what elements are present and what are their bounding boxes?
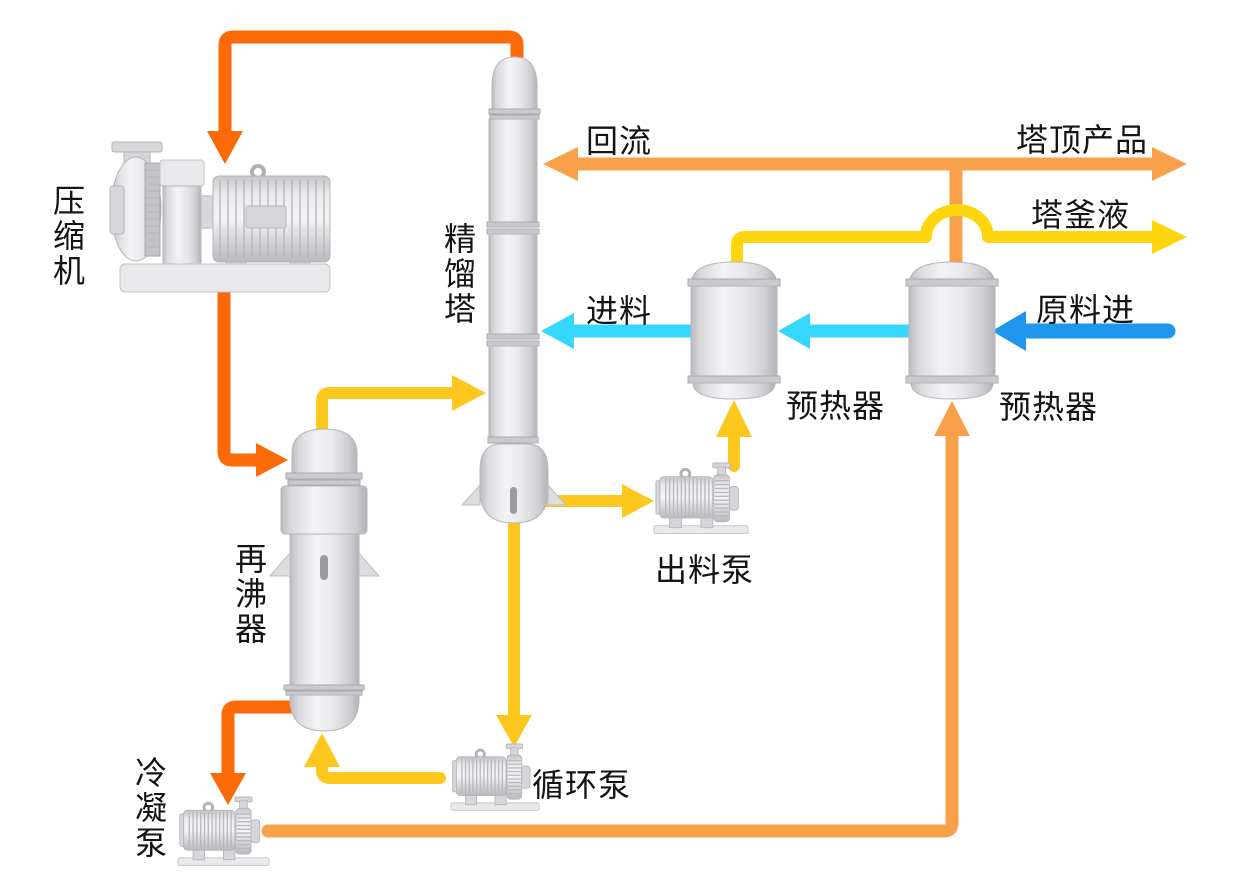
column-section-middle (488, 233, 538, 335)
column-support-wing (460, 483, 481, 506)
column-flange (486, 221, 540, 228)
column-flange (487, 436, 539, 444)
arrow-into-right-preheater-bottom (934, 401, 970, 436)
arrow-into-reboiler-top (256, 443, 288, 477)
column-flange (486, 228, 540, 235)
arrow-into-reboiler-bottom (304, 733, 340, 767)
reboiler-sight-glass (320, 555, 328, 580)
preheater-bottom-cap (692, 382, 776, 400)
arrow-bottoms-liquid-out (1152, 220, 1187, 254)
compressor (109, 141, 331, 293)
column-flange (486, 340, 540, 347)
label-feed: 进料 (586, 292, 653, 330)
compressor-ribs (146, 169, 159, 248)
compressor-base (119, 263, 331, 293)
label-reboiler: 再沸器 (234, 540, 267, 648)
reboiler-flange (283, 684, 365, 691)
preheater-right (905, 261, 999, 400)
reboiler-bottom-cap (289, 694, 360, 732)
arrow-feed-into-column (541, 313, 574, 349)
arrow-reflux-into-column (543, 147, 578, 181)
reboiler-flange (287, 479, 361, 486)
reboiler-support-wing (268, 551, 291, 577)
label-column: 精馏塔 (443, 220, 476, 328)
compressor-side-nozzle (109, 185, 125, 235)
reboiler-support-wing (358, 551, 381, 577)
arrow-into-condensate-pump (210, 773, 246, 805)
compressor-nameplate (245, 205, 287, 229)
pipe-circulation-pump-to-reboiler (316, 761, 446, 784)
arrow-into-compressor (207, 131, 243, 164)
column-sight-glass (510, 487, 517, 514)
compressor-shaft (200, 195, 214, 229)
preheater-body (908, 285, 996, 378)
arrow-vapor-into-column (452, 375, 486, 411)
label-reflux: 回流 (586, 122, 653, 160)
preheater-bottom-cap (910, 382, 994, 400)
pipe-compressor-to-reboiler (217, 283, 263, 467)
label-preheater-right: 预热器 (999, 388, 1099, 426)
condensate-pump (176, 795, 271, 867)
reboiler-flange (285, 690, 363, 696)
arrow-into-discharge-pump (622, 484, 654, 518)
preheater-body (690, 285, 778, 378)
column-top-dome (491, 56, 538, 113)
pipe-bottoms-liquid (731, 204, 1160, 268)
arrow-into-left-preheater-bottom (716, 400, 752, 437)
arrow-into-left-preheater (778, 313, 810, 349)
discharge-pump (652, 461, 750, 536)
column-flange (489, 114, 540, 120)
label-discharge-pump: 出料泵 (655, 551, 755, 589)
column-flange (486, 333, 540, 340)
reboiler-flange (285, 472, 363, 480)
preheater-flange (687, 375, 781, 384)
label-condensate-pump: 冷凝泵 (134, 754, 167, 862)
pipe-reboiler-vapor-to-column (316, 387, 460, 434)
label-compressor: 压缩机 (52, 182, 85, 290)
arrow-top-product-out (1152, 147, 1187, 181)
reboiler-collar (280, 485, 368, 535)
preheater-flange (905, 278, 999, 287)
column-bottom-drum (479, 443, 549, 524)
preheater-flange (905, 375, 999, 384)
label-raw-material-in: 原料进 (1036, 291, 1136, 329)
label-bottoms-liquid: 塔釜液 (1031, 196, 1131, 234)
reboiler-top-dome (291, 428, 358, 476)
label-preheater-left: 预热器 (786, 387, 886, 425)
arrow-into-right-preheater (992, 311, 1026, 351)
circulation-pump (449, 742, 541, 812)
arrow-into-circulation-pump (496, 715, 532, 747)
column-flange (488, 108, 541, 115)
label-top-product: 塔顶产品 (1016, 121, 1149, 159)
pipe-column-top-to-compressor (218, 30, 524, 139)
distillation-column (460, 56, 568, 524)
compressor-intake-flange (111, 141, 163, 153)
preheater-left (687, 261, 781, 400)
label-circulation-pump: 循环泵 (532, 766, 632, 804)
compressor-neck (162, 185, 202, 265)
compressor-neck-cap (159, 159, 205, 187)
column-section-lower (488, 345, 538, 439)
reboiler (268, 428, 381, 732)
pipe-condensate-to-right-preheater (261, 429, 959, 838)
preheater-flange (687, 278, 781, 287)
pipe-reboiler-to-condensate-pump (221, 700, 302, 781)
column-section-upper (488, 118, 538, 224)
